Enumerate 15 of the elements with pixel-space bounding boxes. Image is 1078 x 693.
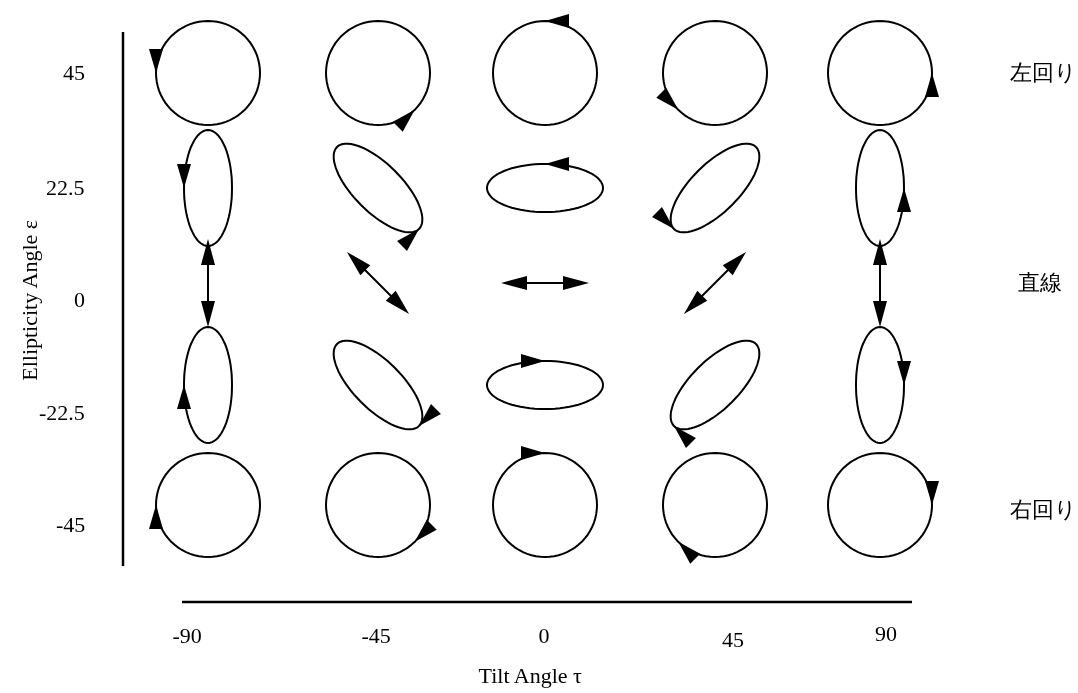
row-label: 左回り (1010, 62, 1077, 84)
axis-tick-label: -22.5 (39, 402, 85, 424)
axis-tick-label: 45 (722, 629, 744, 651)
axis-title: Tilt Angle τ (478, 665, 582, 687)
axis-title: Ellipticity Angle ε (19, 219, 41, 381)
axis-tick-label: 90 (875, 623, 897, 645)
axis-tick-label: 45 (63, 62, 85, 84)
row-label: 直線 (1018, 272, 1062, 294)
axis-tick-label: 0 (538, 625, 550, 647)
axis-tick-label: -90 (172, 625, 202, 647)
axis-tick-label: 0 (74, 289, 85, 311)
axis-tick-label: -45 (361, 625, 391, 647)
axis-tick-label: -45 (56, 514, 86, 536)
axis-tick-label: 22.5 (46, 177, 85, 199)
row-label: 右回り (1010, 499, 1077, 521)
